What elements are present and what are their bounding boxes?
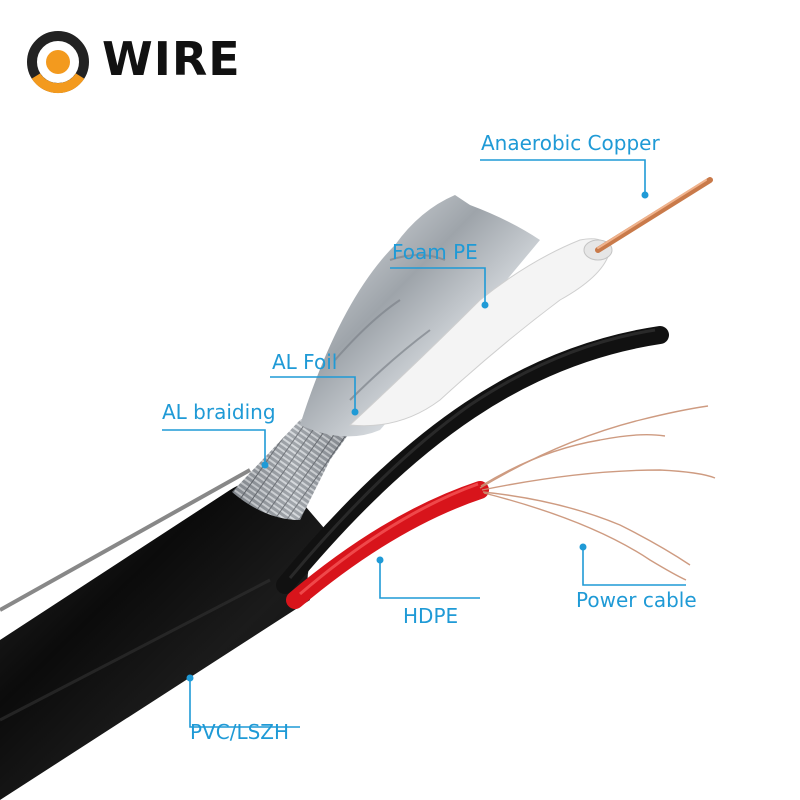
- label-al-braiding: AL braiding: [162, 400, 276, 424]
- label-power-cable: Power cable: [576, 588, 697, 612]
- copper-strands: [479, 405, 716, 581]
- leader-dots: [186, 191, 649, 682]
- label-anaerobic-copper: Anaerobic Copper: [481, 131, 660, 155]
- logo-ring-icon: [27, 31, 89, 94]
- copper-conductor: [595, 177, 713, 253]
- red-power-wire: [286, 481, 489, 609]
- brand-logo: WIRE: [22, 24, 262, 104]
- label-hdpe: HDPE: [403, 604, 459, 628]
- label-foam-pe: Foam PE: [392, 240, 478, 264]
- label-pvc-lszh: PVC/LSZH: [190, 720, 290, 744]
- logo-text: WIRE: [102, 32, 241, 86]
- al-foil: [300, 195, 540, 437]
- label-al-foil: AL Foil: [272, 350, 338, 374]
- leader-lines: [162, 159, 686, 728]
- pvc-jacket: [0, 482, 330, 800]
